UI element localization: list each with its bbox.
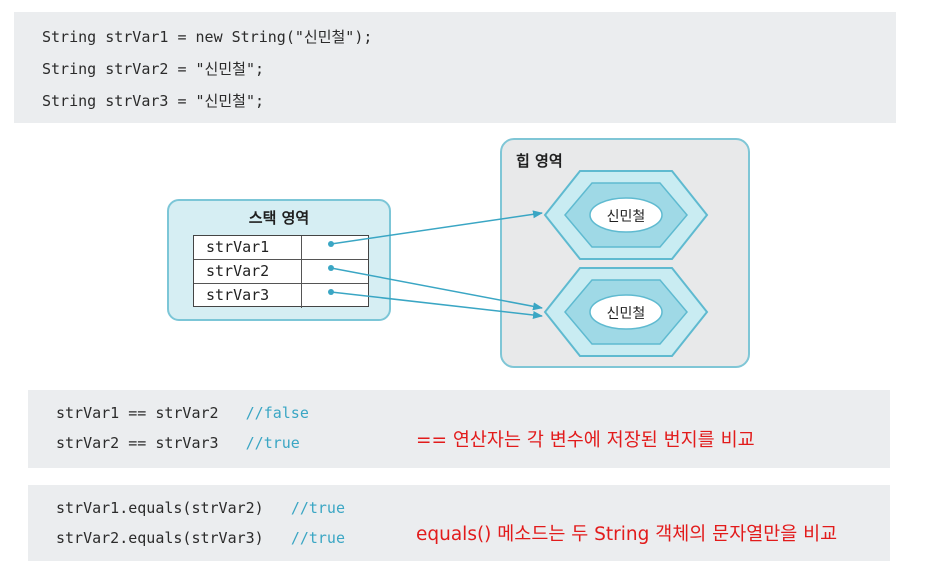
stack-row-strvar2: strVar2 [194,260,368,284]
code-equals-method: strVar1.equals(strVar2) //true strVar2.e… [28,485,890,561]
heap-string-object-1 [543,170,709,260]
stack-var-name: strVar3 [194,284,302,308]
stack-row-strvar3: strVar3 [194,284,368,308]
code-line-strvar1: String strVar1 = new String("신민철"); [42,28,373,46]
stack-var-name: strVar2 [194,260,302,283]
stack-row-strvar1: strVar1 [194,236,368,260]
heap-string-object-2 [543,267,709,357]
equals-comment: //true [290,499,345,517]
code-comparison-operator: strVar1 == strVar2 //false strVar2 == st… [28,390,890,468]
stack-area: 스택 영역 strVar1 strVar2 strVar3 [167,199,391,321]
compare-code: strVar2 == strVar3 [56,434,246,452]
heap-object-2-value: 신민철 [606,306,646,322]
arrow-strvar2-to-object2 [330,267,543,311]
arrow-strvar1-to-object1 [330,210,543,245]
equals-code: strVar2.equals(strVar3) [56,529,291,547]
equals-code: strVar1.equals(strVar2) [56,499,291,517]
stack-var-name: strVar1 [194,236,302,259]
heap-object-1-value: 신민철 [606,209,646,225]
equals-line-2: strVar2.equals(strVar3) //true [56,529,345,547]
compare-line-2: strVar2 == strVar3 //true [56,434,300,452]
equals-line-1: strVar1.equals(strVar2) //true [56,499,345,517]
code-declarations: String strVar1 = new String("신민철"); Stri… [14,12,896,123]
code-line-strvar3: String strVar3 = "신민철"; [42,92,265,110]
arrow-strvar3-to-object2 [330,291,543,319]
compare-comment: //false [245,404,309,422]
equals-note: equals() 메소드는 두 String 객체의 문자열만을 비교 [416,524,838,545]
stack-variable-table: strVar1 strVar2 strVar3 [193,235,369,308]
heap-area-title: 힙 영역 [516,152,563,170]
equals-comment: //true [290,529,345,547]
code-line-strvar2: String strVar2 = "신민철"; [42,60,265,78]
compare-comment: //true [245,434,300,452]
compare-code: strVar1 == strVar2 [56,404,246,422]
stack-area-title: 스택 영역 [248,209,310,227]
comparison-note: == 연산자는 각 변수에 저장된 번지를 비교 [416,430,755,451]
compare-line-1: strVar1 == strVar2 //false [56,404,309,422]
